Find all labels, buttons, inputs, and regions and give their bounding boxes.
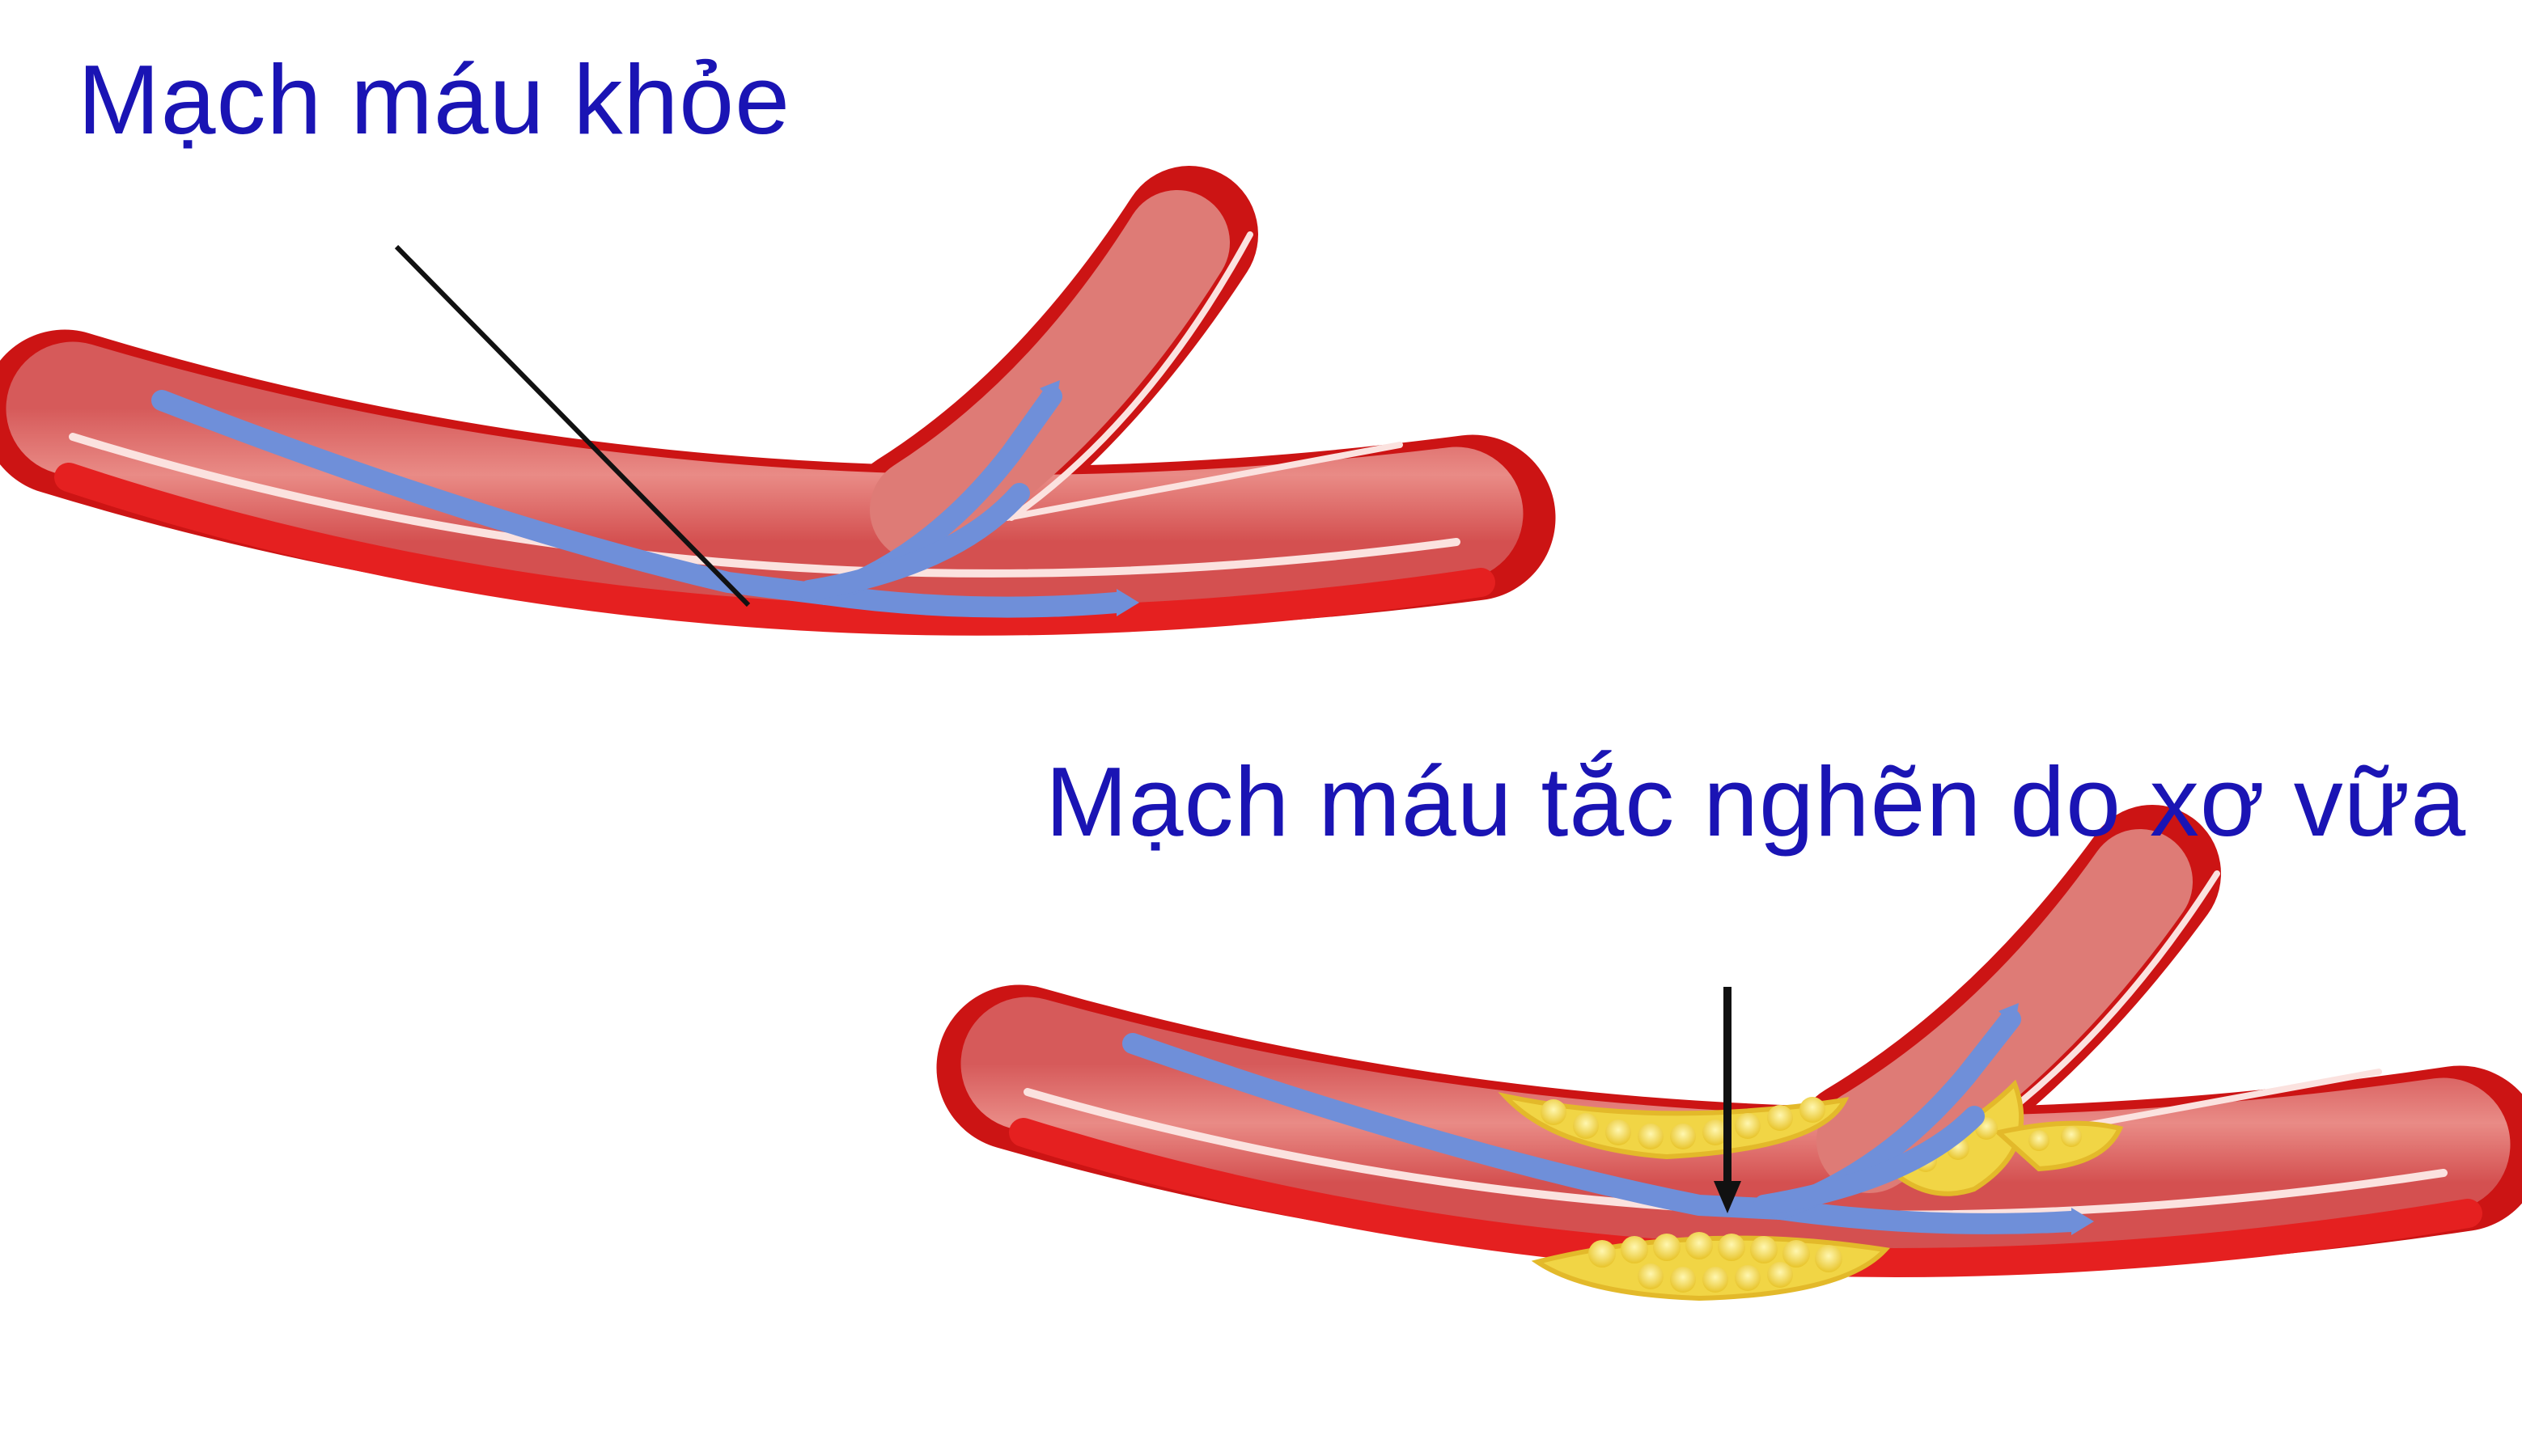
blocked-vessel-label: Mạch máu tắc nghẽn do xơ vữa <box>1045 747 2467 857</box>
pointer-line-healthy <box>394 244 751 607</box>
healthy-vessel-label: Mạch máu khỏe <box>78 44 791 154</box>
pointer-arrow-blocked <box>1714 987 1741 1213</box>
blocked-vessel-icon <box>936 805 2522 1302</box>
healthy-vessel-icon <box>0 166 1556 636</box>
plaque-deposits <box>1498 1079 2124 1302</box>
